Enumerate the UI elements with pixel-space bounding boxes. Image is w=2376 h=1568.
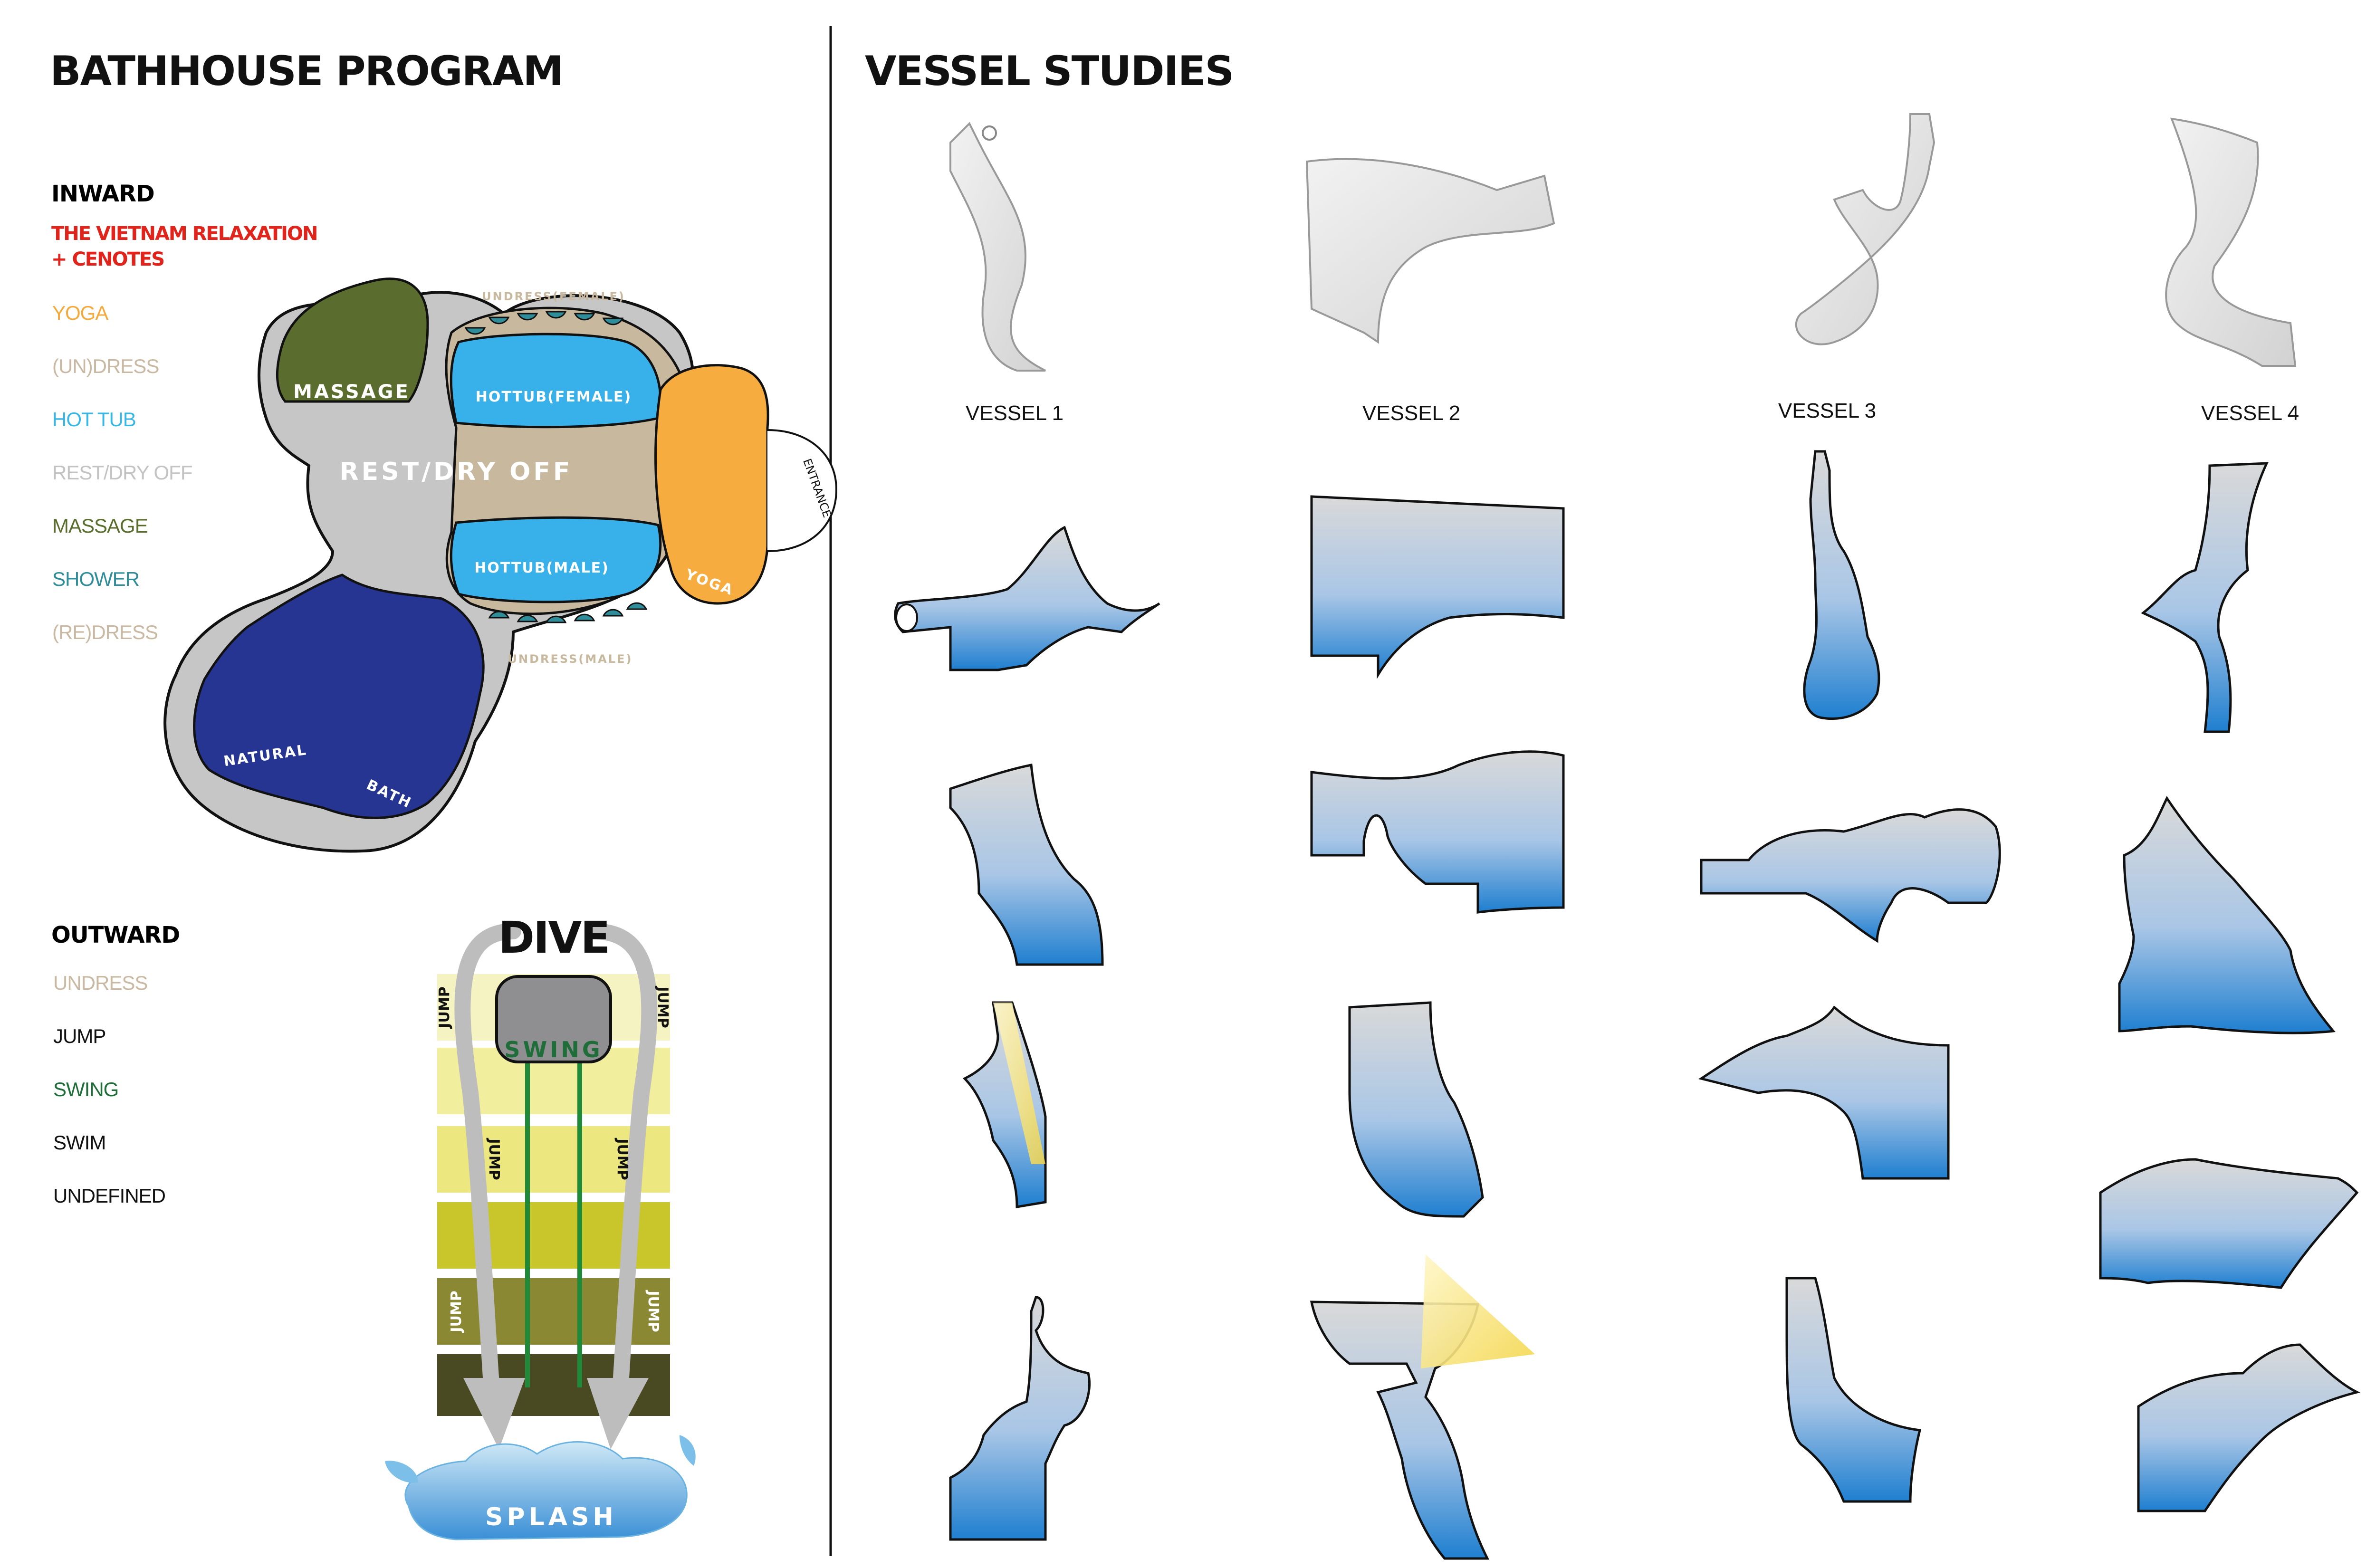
vessel-4-section-4 (2137, 1343, 2361, 1512)
vessel-3-section-3 (1698, 1005, 1950, 1180)
vessel-1-section-3 (962, 1001, 1047, 1208)
vessel-3-section-1 (1803, 450, 1880, 720)
inward-item-6: SHOWER (52, 568, 140, 590)
hottub-female-pool (450, 333, 662, 429)
vessel-3-label: VESSEL 3 (1778, 399, 1877, 422)
inward-item-3: HOT TUB (52, 408, 136, 430)
inward-item-7: (RE)DRESS (52, 621, 158, 643)
outward-item-5: UNDEFINED (53, 1185, 166, 1207)
vessel-4-section-3 (2099, 1158, 2359, 1289)
jump-label-1: JUMP (436, 986, 453, 1029)
vessel-1-section-1 (893, 526, 1160, 671)
vessel-2-render (1305, 158, 1555, 344)
vessel-3-section-4 (1785, 1277, 1922, 1503)
hottub-female-label: HOTTUB(FEMALE) (476, 389, 632, 405)
jump-label-2: JUMP (654, 985, 671, 1028)
hottub-male-pool (450, 516, 662, 603)
vessel-2-light-cone (1421, 1254, 1535, 1368)
vessel-1-render (949, 122, 1046, 372)
yoga-room (654, 364, 769, 605)
entrance-portal (767, 429, 838, 552)
vessel-4-label: VESSEL 4 (2201, 402, 2299, 425)
outward-item-3: SWING (53, 1078, 119, 1100)
vessel-1-section-4 (949, 1296, 1091, 1541)
jump-label-4: JUMP (614, 1138, 631, 1180)
vessel-4-section-1 (2141, 462, 2269, 733)
outward-item-1: UNDRESS (53, 972, 148, 994)
jump-label-5: JUMP (448, 1291, 465, 1333)
highlight-line-2: + CENOTES (51, 249, 165, 270)
inward-heading: INWARD (51, 181, 155, 207)
vessel-studies-title: VESSEL STUDIES (865, 48, 1234, 95)
dive-label: DIVE (498, 912, 609, 963)
hottub-male-label: HOTTUB(MALE) (474, 560, 609, 576)
natural-bath-pool (193, 574, 485, 819)
undress-female-label: UNDRESS(FEMALE) (482, 290, 625, 303)
swing-platform (495, 975, 612, 1063)
jump-arrowhead-left (463, 1378, 525, 1449)
swing-label: SWING (504, 1037, 603, 1062)
jump-arrow-right (586, 923, 658, 1400)
shower-stalls-female (464, 311, 624, 335)
inward-item-4: REST/DRY OFF (52, 461, 192, 484)
massage-label: MASSAGE (293, 381, 410, 403)
outward-legend: UNDRESS JUMP SWING SWIM UNDEFINED (53, 972, 166, 1238)
rest-dry-off-label: REST/DRY OFF (340, 458, 573, 486)
outward-item-4: SWIM (53, 1131, 106, 1154)
inward-item-5: MASSAGE (52, 515, 148, 537)
jump-label-3: JUMP (486, 1138, 502, 1180)
vessel-1-label: VESSEL 1 (965, 402, 1064, 425)
vessel-1-light-shaft (993, 1003, 1045, 1164)
inward-highlight: THE VIETNAM RELAXATION + CENOTES (51, 221, 318, 272)
outward-heading: OUTWARD (51, 922, 180, 948)
splash-droplet-left (385, 1461, 418, 1483)
inward-legend: YOGA (UN)DRESS HOT TUB REST/DRY OFF MASSAGE S… (52, 302, 192, 674)
bathhouse-plan: MASSAGE HOTTUB(FEMALE) HOTTUB(MALE) REST… (163, 277, 838, 853)
vessel-4-section-2 (2118, 796, 2336, 1034)
vessel-3-section-2 (1700, 808, 2001, 943)
vessel-2-section-1 (1310, 495, 1565, 679)
dive-diagram: SWING JUMP JUMP JUMP JUMP JUMP JUMP DIVE… (385, 912, 696, 1540)
inward-item-1: YOGA (52, 302, 108, 324)
vessel-1-section-2 (949, 764, 1104, 966)
jump-arrow-left (454, 923, 521, 1400)
massage-room (276, 277, 429, 403)
vessel-2-section-3 (1348, 1001, 1484, 1218)
outward-item-2: JUMP (53, 1025, 106, 1047)
jump-label-6: JUMP (645, 1290, 661, 1332)
splash-pool (404, 1441, 688, 1540)
shower-stalls-male (488, 602, 648, 623)
vessel-3-render (1795, 113, 1935, 345)
vessel-2-label: VESSEL 2 (1362, 402, 1461, 425)
dive-band-5 (437, 1278, 670, 1345)
undress-male-label: UNDRESS(MALE) (508, 652, 633, 666)
bathhouse-program-title: BATHHOUSE PROGRAM (50, 48, 564, 95)
splash-droplet-right (680, 1435, 696, 1466)
vessel-2-section-2 (1310, 750, 1565, 914)
vessel-4-render (2165, 117, 2297, 367)
splash-label: SPLASH (485, 1503, 617, 1531)
inward-item-2: (UN)DRESS (52, 355, 159, 377)
jump-arrowhead-right (587, 1378, 649, 1449)
vessel-2-section-4 (1310, 1254, 1535, 1560)
highlight-line-1: THE VIETNAM RELAXATION (51, 223, 318, 245)
